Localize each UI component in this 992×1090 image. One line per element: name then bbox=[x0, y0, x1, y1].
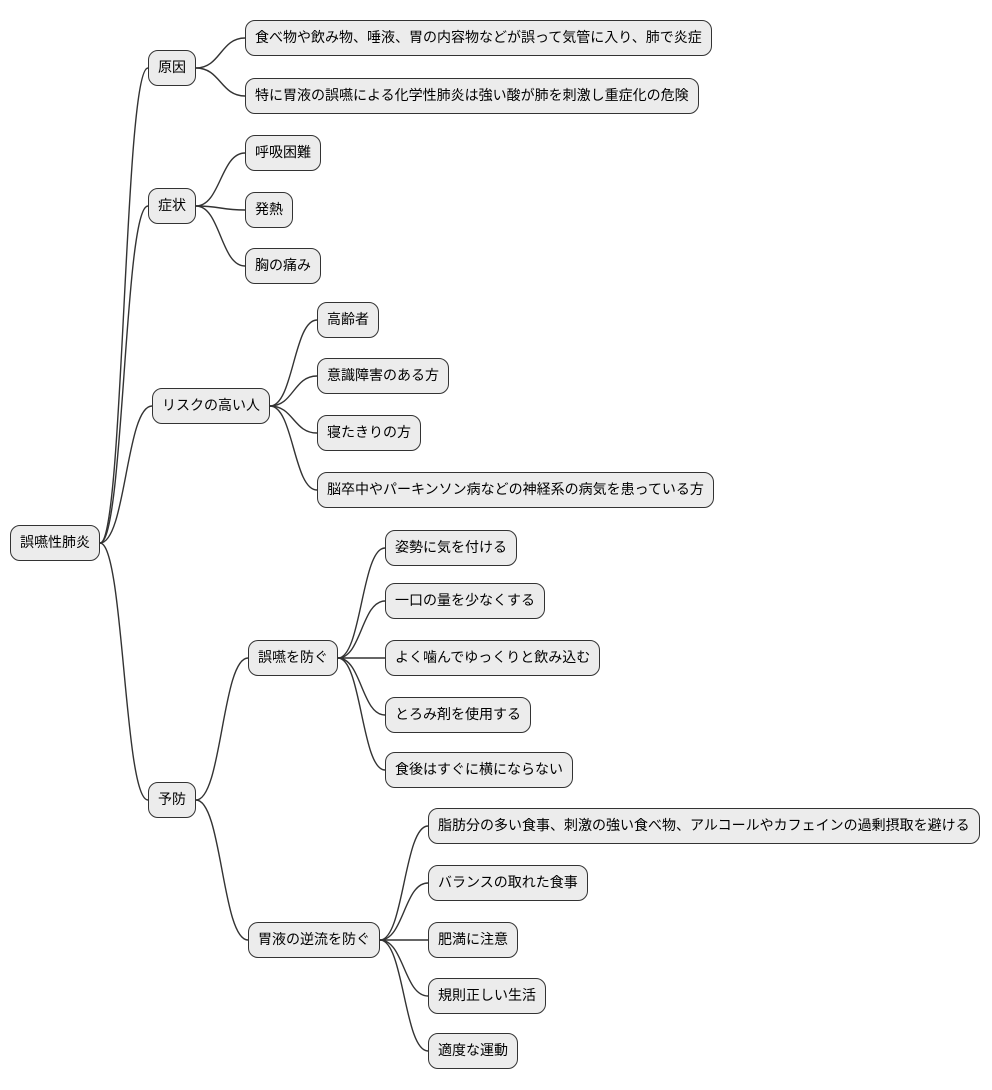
node-balanced-diet: バランスの取れた食事 bbox=[428, 865, 588, 901]
edge-risk-neuro bbox=[269, 405, 318, 491]
edge-pa-lie bbox=[337, 657, 386, 771]
node-risk-bedridden: 寝たきりの方 bbox=[317, 415, 421, 451]
edge-pa-thickener bbox=[337, 657, 386, 716]
edge-symptom-fever bbox=[195, 205, 246, 211]
edge-pr-exercise bbox=[379, 939, 429, 1052]
node-no-lying-down-after-meals: 食後はすぐに横にならない bbox=[385, 752, 573, 788]
edge-prevention-reflux bbox=[195, 799, 249, 941]
node-causes: 原因 bbox=[148, 50, 196, 86]
node-use-thickener: とろみ剤を使用する bbox=[385, 697, 531, 733]
edge-risk-elderly bbox=[269, 319, 318, 407]
node-prevent-gastric-reflux: 胃液の逆流を防ぐ bbox=[248, 922, 380, 958]
node-regular-lifestyle: 規則正しい生活 bbox=[428, 978, 546, 1014]
node-avoid-fatty-spicy-alcohol-caffeine: 脂肪分の多い食事、刺激の強い食べ物、アルコールやカフェインの過剰摂取を避ける bbox=[428, 808, 980, 844]
node-watch-obesity: 肥満に注意 bbox=[428, 922, 518, 958]
edge-root-symptoms bbox=[99, 205, 149, 544]
node-high-risk-people: リスクの高い人 bbox=[152, 388, 270, 424]
edge-risk-consciousness bbox=[269, 375, 318, 407]
node-moderate-exercise: 適度な運動 bbox=[428, 1033, 518, 1069]
node-risk-impaired-consciousness: 意識障害のある方 bbox=[317, 358, 449, 394]
edge-pr-balance bbox=[379, 882, 429, 941]
edge-root-cause bbox=[99, 67, 149, 544]
edge-symptom-dyspnea bbox=[195, 152, 246, 207]
node-symptom-dyspnea: 呼吸困難 bbox=[245, 135, 321, 171]
edge-root-risk bbox=[99, 405, 153, 544]
node-symptom-fever: 発熱 bbox=[245, 192, 293, 228]
node-prevention: 予防 bbox=[148, 782, 196, 818]
edge-prevention-aspiration bbox=[195, 657, 249, 801]
node-prevent-aspiration: 誤嚥を防ぐ bbox=[248, 640, 338, 676]
edge-symptom-chest-pain bbox=[195, 205, 246, 267]
edge-pr-regular bbox=[379, 939, 429, 997]
node-symptom-chest-pain: 胸の痛み bbox=[245, 248, 321, 284]
node-mind-posture: 姿勢に気を付ける bbox=[385, 530, 517, 566]
node-symptoms: 症状 bbox=[148, 188, 196, 224]
node-risk-elderly: 高齢者 bbox=[317, 302, 379, 338]
edge-pr-avoid bbox=[379, 825, 429, 941]
edge-pa-bite bbox=[337, 600, 386, 659]
node-root-aspiration-pneumonia: 誤嚥性肺炎 bbox=[10, 525, 100, 561]
node-cause-detail-2: 特に胃液の誤嚥による化学性肺炎は強い酸が肺を刺激し重症化の危険 bbox=[245, 78, 699, 114]
edge-root-prevention bbox=[99, 542, 149, 801]
node-chew-well-swallow-slowly: よく噛んでゆっくりと飲み込む bbox=[385, 640, 601, 676]
edge-cause-detail-1 bbox=[195, 37, 246, 69]
node-cause-detail-1: 食べ物や飲み物、唾液、胃の内容物などが誤って気管に入り、肺で炎症 bbox=[245, 20, 712, 56]
edge-pa-posture bbox=[337, 547, 386, 659]
node-small-bites: 一口の量を少なくする bbox=[385, 583, 545, 619]
edge-risk-bedridden bbox=[269, 405, 318, 434]
edge-cause-detail-2 bbox=[195, 67, 246, 97]
node-risk-neurological-disease: 脳卒中やパーキンソン病などの神経系の病気を患っている方 bbox=[317, 472, 714, 508]
